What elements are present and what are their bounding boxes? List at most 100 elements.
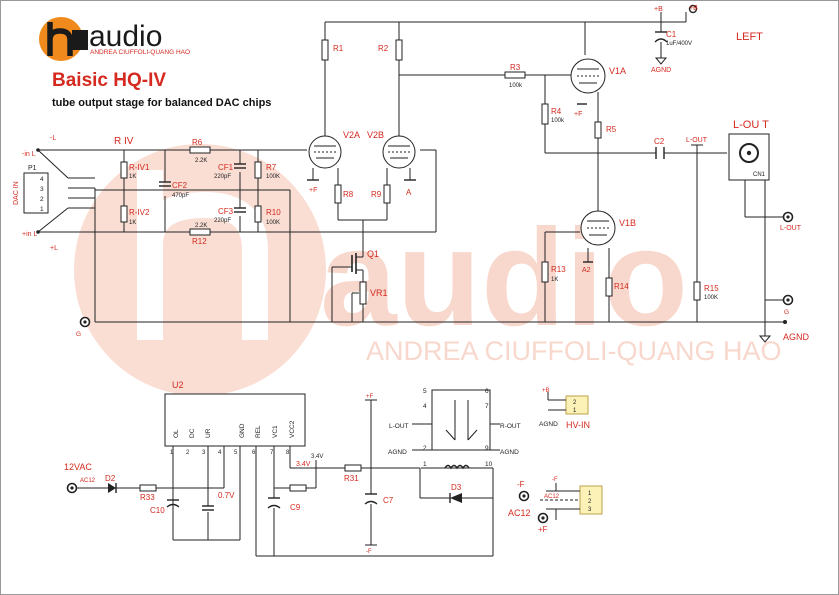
resistor-r10 [254, 205, 262, 223]
hvin-label: HV-IN [566, 420, 590, 430]
dac-pin-2: 2 [40, 196, 44, 203]
relay-pin-7: 7 [485, 403, 489, 410]
u2-num-7: 7 [270, 450, 274, 456]
u2-num-6: 6 [252, 450, 256, 456]
dac-pin-4: 4 [40, 176, 44, 183]
logo-brand: audio [89, 20, 162, 53]
v2b-ref: V2B [367, 130, 384, 140]
r15-value: 100K [704, 295, 718, 301]
dac-minus-l: -L [50, 135, 56, 142]
cap-c1-plate-b [654, 38, 668, 43]
logo-hq-mark [47, 22, 73, 56]
lout-top: L-OUT [686, 137, 708, 144]
watermark-hq-mark [137, 170, 268, 340]
r6-ref: R6 [192, 138, 203, 147]
gnd-bus-node [783, 320, 787, 324]
relay-agnd2: AGND [500, 449, 519, 456]
diode-d2 [108, 483, 116, 493]
rca-pin [746, 150, 752, 156]
r13-value: 1K [551, 277, 558, 283]
c1-value: 1uF/400V [666, 41, 692, 47]
resistor-r9 [383, 184, 391, 204]
resistor-riv2 [120, 205, 128, 223]
r10-value: 100K [266, 220, 280, 226]
acin-pin-2: 2 [588, 499, 592, 505]
r6-value: 2.2K [195, 158, 207, 164]
page-subtitle: tube output stage for balanced DAC chips [52, 97, 271, 109]
lout-label: L-OUT [780, 225, 802, 232]
u2-num-3: 3 [202, 450, 206, 456]
u2-pin-rel: REL [255, 425, 262, 438]
r15-ref: R15 [704, 284, 719, 293]
acin-pin-1: 1 [588, 491, 592, 497]
dac-node-minus [36, 148, 40, 152]
riv1-value: 1K [129, 174, 136, 180]
dac-plus-in-l: +in L [22, 231, 37, 238]
tube-v2b-envelope [382, 135, 416, 169]
resistor-r14 [605, 277, 613, 297]
v1a-f-plus: +F [574, 111, 582, 118]
tube-v2a-envelope [308, 135, 342, 169]
cf3-ref: CF3 [218, 207, 234, 216]
u2-pin-vc1: VC1 [272, 425, 279, 438]
watermark-logo-disc [74, 144, 326, 396]
acin-ac12: AC12 [544, 494, 560, 500]
u2-num-1: 1 [170, 450, 174, 456]
relay-pin-5: 5 [423, 388, 427, 395]
cap-vc1-plate-b [267, 504, 281, 509]
c9-ref: C9 [290, 503, 301, 512]
r7-ref: R7 [266, 163, 277, 172]
relay-arm-left [445, 429, 456, 441]
r10-ref: R10 [266, 208, 281, 217]
b-rail-terminal [688, 4, 698, 14]
c1-ref: C1 [666, 30, 677, 39]
acin-pin-3: 3 [588, 507, 592, 513]
hvin-b: +B [542, 388, 550, 394]
r4-ref: R4 [551, 107, 562, 116]
resistor-r1 [321, 39, 329, 61]
logo: audio ANDREA CIUFFOLI-QUANG HAO [39, 17, 190, 61]
r2-ref: R2 [378, 44, 389, 53]
relay-body [431, 389, 491, 451]
resistor-r31 [344, 464, 362, 472]
tube-v2a [308, 135, 342, 169]
ac-12v-label: 12VAC [64, 462, 92, 472]
psu-wiring [75, 400, 494, 557]
r7-value: 100K [266, 174, 280, 180]
relay-agnd1: AGND [388, 449, 407, 456]
g-label: G [784, 309, 789, 316]
resistor-r8 [334, 184, 342, 204]
watermark-owner: ANDREA CIUFFOLI-QUANG HAO [366, 336, 782, 366]
channel-label: LEFT [736, 31, 763, 43]
cf1-value: 220pF [214, 174, 231, 180]
cf2-ref: CF2 [172, 181, 188, 190]
u2-num-8: 8 [286, 450, 290, 456]
ac12a-label: AC12 [80, 478, 96, 484]
relay-pin-10: 10 [485, 461, 493, 468]
v34b-label: 3.4V [311, 454, 323, 460]
ground-terminal-dot [83, 320, 87, 324]
cf3-value: 220pF [214, 218, 231, 224]
riv-label: R IV [114, 136, 134, 147]
u2-pin-ur: UR [205, 428, 212, 438]
r8-ref: R8 [343, 190, 354, 199]
resistor-r13 [541, 261, 549, 283]
c2-ref: C2 [654, 137, 665, 146]
u2-num-4: 4 [218, 450, 222, 456]
dac-node-plus [36, 230, 40, 234]
vr1-ref: VR1 [370, 288, 388, 298]
resistor-r5 [594, 121, 602, 139]
dac-pin-1: 1 [40, 206, 44, 213]
dac-plus-l: +L [50, 245, 58, 252]
lout-title: L-OU T [733, 119, 769, 131]
v1b-a2: A2 [582, 267, 591, 274]
resistor-riv1 [120, 161, 128, 179]
u2-pin-vcc2: VCC2 [289, 420, 296, 438]
r13-ref: R13 [551, 265, 566, 274]
ic-u2 [164, 393, 306, 447]
acin-minus-f: -F [552, 477, 558, 483]
r12-ref: R12 [192, 237, 207, 246]
hvin-pin-2: 2 [573, 400, 577, 406]
fplus-label: +F [366, 394, 374, 400]
b-rail-1: +B [654, 6, 663, 13]
